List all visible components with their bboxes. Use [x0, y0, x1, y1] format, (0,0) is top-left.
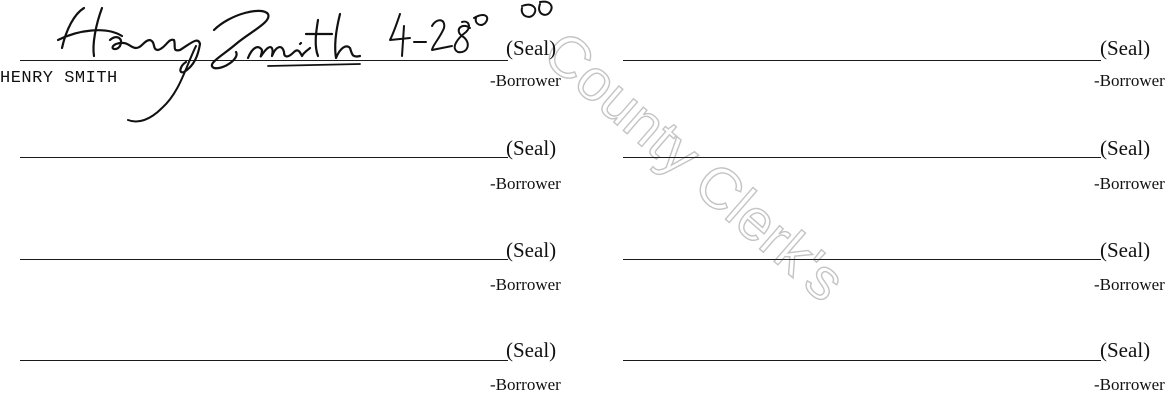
borrower-label: -Borrower: [1094, 71, 1165, 90]
signature-line-4-right: [623, 360, 1101, 361]
seal-label: (Seal): [1100, 136, 1151, 160]
signature-line-4-left: [20, 360, 508, 361]
watermark-text: County Clerk's: [531, 19, 857, 314]
seal-label: (Seal): [506, 338, 557, 362]
borrower-label: -Borrower: [1094, 174, 1165, 193]
signature-line-1-left: [20, 60, 508, 61]
seal-label: (Seal): [506, 136, 557, 160]
seal-label: (Seal): [506, 238, 557, 262]
seal-label: (Seal): [1100, 238, 1151, 262]
signature-line-3-right: [623, 259, 1101, 260]
borrower-label: -Borrower: [490, 174, 561, 193]
borrower-label: -Borrower: [1094, 275, 1165, 294]
seal-label: (Seal): [506, 36, 557, 60]
signature-line-2-left: [20, 157, 508, 158]
signature-line-1-right: [623, 60, 1101, 61]
signature-line-3-left: [20, 259, 508, 260]
signature-line-2-right: [623, 157, 1101, 158]
borrower-label: -Borrower: [1094, 375, 1165, 394]
borrower-label: -Borrower: [490, 71, 561, 90]
borrower-label: -Borrower: [490, 275, 561, 294]
seal-label: (Seal): [1100, 338, 1151, 362]
typed-borrower-name: HENRY SMITH: [0, 69, 118, 88]
borrower-label: -Borrower: [490, 375, 561, 394]
seal-label: (Seal): [1100, 36, 1151, 60]
